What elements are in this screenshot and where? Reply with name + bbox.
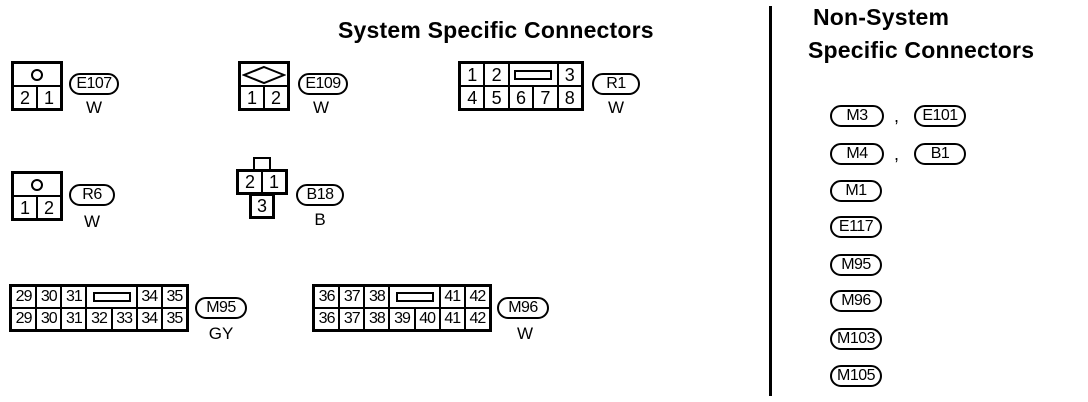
column-divider [769,6,772,396]
connector-m95: 29 30 31 34 35 29 30 31 32 33 34 35 [9,284,189,332]
pin: 2 [238,171,262,193]
connector-id-badge: M96 [497,297,549,319]
nonsystem-connector-badge: M1 [830,180,882,202]
pin: 2 [13,86,37,109]
wire-color: W [85,98,103,117]
pin: 42 [464,308,490,330]
pin: 6 [508,86,534,109]
lock-tab [253,157,271,169]
pin: 31 [61,308,87,330]
separator: , [894,106,900,126]
pin: 2 [37,196,61,219]
nonsystem-connector-badge: B1 [914,143,966,165]
pin: 42 [464,286,490,308]
connector-b18: 2 1 [236,169,288,195]
diamond-latch-icon [242,65,286,84]
nonsystem-connector-badge: M3 [830,105,884,127]
nonsystem-connector-badge: M4 [830,143,884,165]
pin: 1 [13,196,37,219]
lock-tab [13,63,61,86]
connector-e109: 1 2 [238,61,290,111]
pin: 33 [111,308,137,330]
pin: 41 [439,308,465,330]
nonsystem-connector-badge: M103 [830,328,882,350]
pin: 37 [339,286,365,308]
connector-e107: 2 1 [11,61,63,111]
pin: 5 [484,86,509,109]
non-system-title-line2: Specific Connectors [808,37,1035,63]
pin: 2 [484,63,509,86]
connector-id-badge: E109 [298,73,348,95]
pin: 2 [264,86,288,109]
non-system-title-line1: Non-System [813,4,950,30]
connector-id-badge: B18 [296,184,344,206]
latch-bar-icon [92,292,131,302]
wire-color: B [314,210,326,229]
connector-id-badge: R6 [69,184,115,206]
pin: 38 [364,286,390,308]
pin: 32 [86,308,112,330]
separator: , [894,144,900,164]
connector-id-badge: E107 [69,73,119,95]
wire-color: W [312,98,330,117]
pin: 1 [240,86,264,109]
wire-color: W [516,324,534,343]
pin: 38 [364,308,390,330]
latch-ring-icon [31,178,43,191]
latch-bar-icon [514,69,553,80]
system-specific-title: System Specific Connectors [338,17,654,43]
wire-color: W [607,98,625,117]
pin: 35 [161,286,187,308]
nonsystem-connector-badge: M105 [830,365,882,387]
connector-r6: 1 2 [11,171,63,221]
pin: 39 [389,308,415,330]
connector-id-badge: M95 [195,297,247,319]
lock-tab [389,286,440,308]
pin: 1 [460,63,485,86]
pin: 31 [61,286,87,308]
pin: 7 [533,86,558,109]
connector-m96: 36 37 38 41 42 36 37 38 39 40 41 42 [312,284,492,332]
pin: 4 [460,86,485,109]
connector-b18-lower: 3 [249,193,275,219]
pin: 8 [557,86,582,109]
lock-tab [240,63,288,86]
pin: 36 [314,286,340,308]
pin: 3 [557,63,582,86]
lock-tab [13,173,61,196]
wire-color: GY [208,324,234,343]
nonsystem-connector-badge: M95 [830,254,882,276]
pin: 35 [161,308,187,330]
latch-ring-icon [31,68,43,81]
lock-tab [508,63,558,86]
pin: 30 [36,286,62,308]
pin: 3 [251,195,273,217]
lock-tab [86,286,137,308]
wire-color: W [83,212,101,231]
pin: 36 [314,308,340,330]
connector-r1: 1 2 3 4 5 6 7 8 [458,61,584,111]
pin: 41 [439,286,465,308]
pin: 29 [11,308,37,330]
pin: 40 [414,308,440,330]
nonsystem-connector-badge: E117 [830,216,882,238]
pin: 34 [136,308,162,330]
connector-id-badge: R1 [592,73,640,95]
pin: 29 [11,286,37,308]
nonsystem-connector-badge: M96 [830,290,882,312]
nonsystem-connector-badge: E101 [914,105,966,127]
pin: 37 [339,308,365,330]
pin: 34 [136,286,162,308]
pin: 1 [262,171,286,193]
latch-bar-icon [395,292,434,302]
pin: 1 [37,86,61,109]
pin: 30 [36,308,62,330]
